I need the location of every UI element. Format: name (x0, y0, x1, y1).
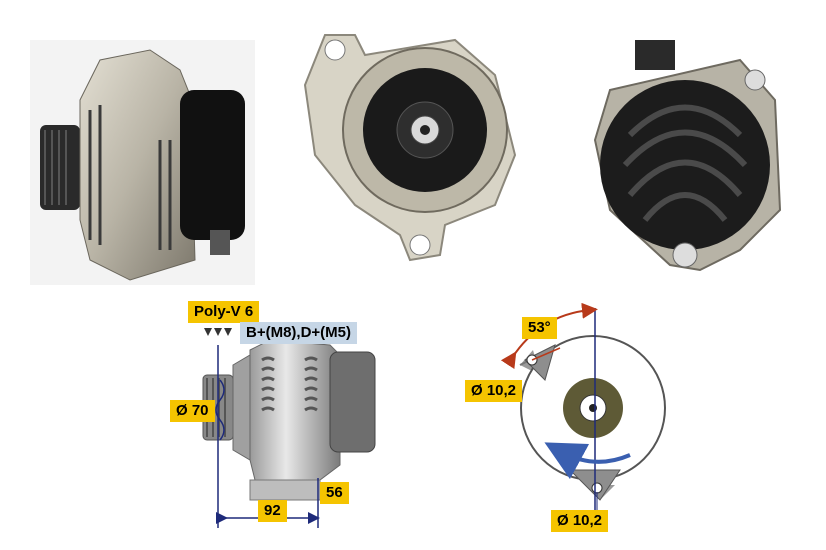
terminals-label: B+(M8),D+(M5) (240, 322, 358, 344)
terminal-icon (204, 328, 232, 336)
lower-hole-label: Ø 10,2 (551, 510, 609, 532)
pulley-type-label: Poly-V 6 (188, 301, 260, 323)
length-label: 92 (258, 500, 287, 522)
pulley-diameter-label: Ø 70 (170, 400, 215, 422)
side-drawing (202, 328, 376, 528)
upper-hole-label: Ø 10,2 (465, 380, 523, 402)
height-label: 56 (320, 482, 349, 504)
front-drawing (500, 302, 666, 510)
alternator-front-photo (303, 34, 517, 262)
angle-label: 53° (522, 317, 557, 339)
alternator-side-photo (30, 40, 255, 285)
alternator-rear-photo (593, 40, 782, 272)
